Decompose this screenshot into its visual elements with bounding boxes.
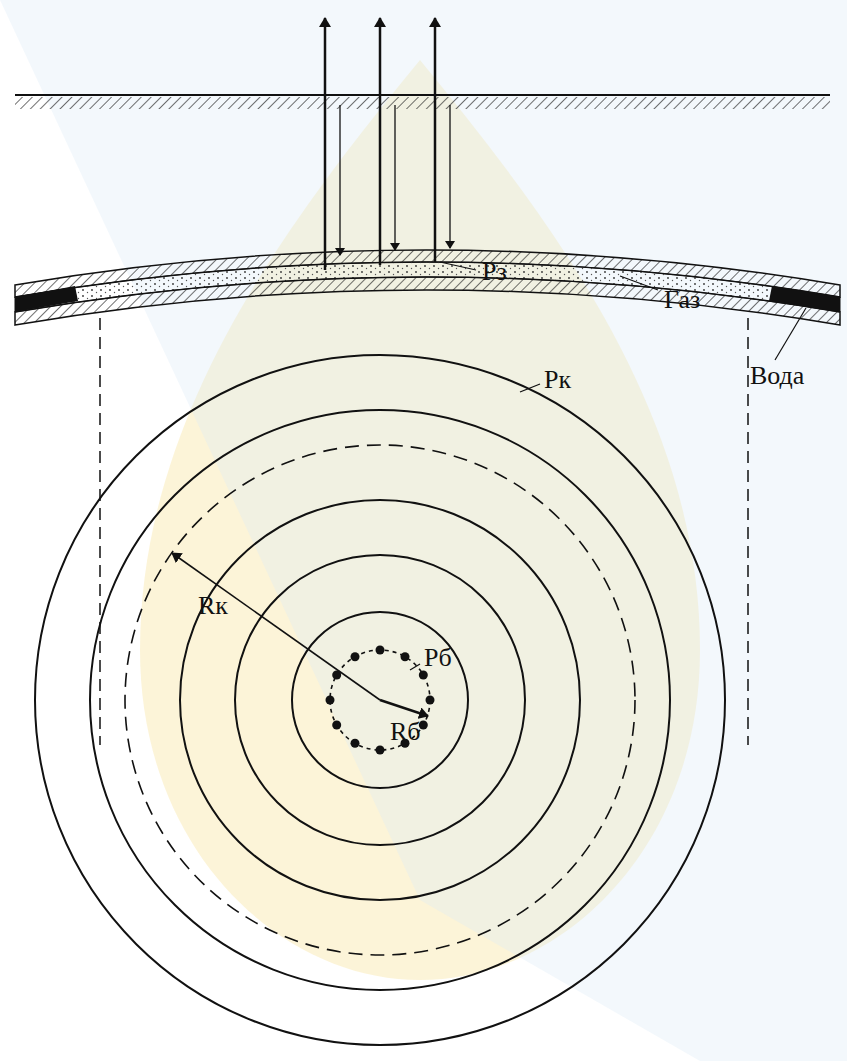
well-dot — [401, 652, 410, 661]
label: Вода — [748, 362, 806, 390]
well-dot — [351, 739, 360, 748]
flow-arrow — [339, 105, 340, 255]
flow-arrow — [449, 105, 450, 248]
bed-rock — [15, 277, 840, 325]
label: Газ — [662, 286, 702, 314]
well-dot — [351, 652, 360, 661]
ground-line — [15, 94, 830, 96]
flow-arrow — [434, 18, 437, 262]
well-dot — [332, 721, 341, 730]
leader-line — [440, 262, 476, 270]
label: Рк — [542, 366, 573, 394]
leader-line — [620, 276, 658, 290]
water-right — [769, 286, 840, 312]
label: Рб — [422, 644, 454, 672]
leader-line — [775, 308, 806, 360]
contact-projection — [99, 318, 101, 745]
well-dots — [326, 646, 435, 755]
flow-arrow — [324, 18, 327, 270]
label: Рз — [480, 258, 509, 286]
radius-arrow — [380, 700, 428, 716]
flow-arrow — [394, 105, 395, 250]
well-dot — [376, 746, 385, 755]
contact-projection — [747, 318, 749, 745]
well-dot — [326, 696, 335, 705]
flow-arrow — [379, 18, 382, 265]
label: Rб — [388, 718, 423, 746]
water-left — [15, 286, 78, 312]
ground-hatch — [15, 97, 830, 109]
radius-arrow — [172, 553, 380, 700]
well-dot — [426, 696, 435, 705]
well-dot — [376, 646, 385, 655]
isobars — [35, 355, 725, 1045]
label: Rк — [196, 592, 230, 620]
